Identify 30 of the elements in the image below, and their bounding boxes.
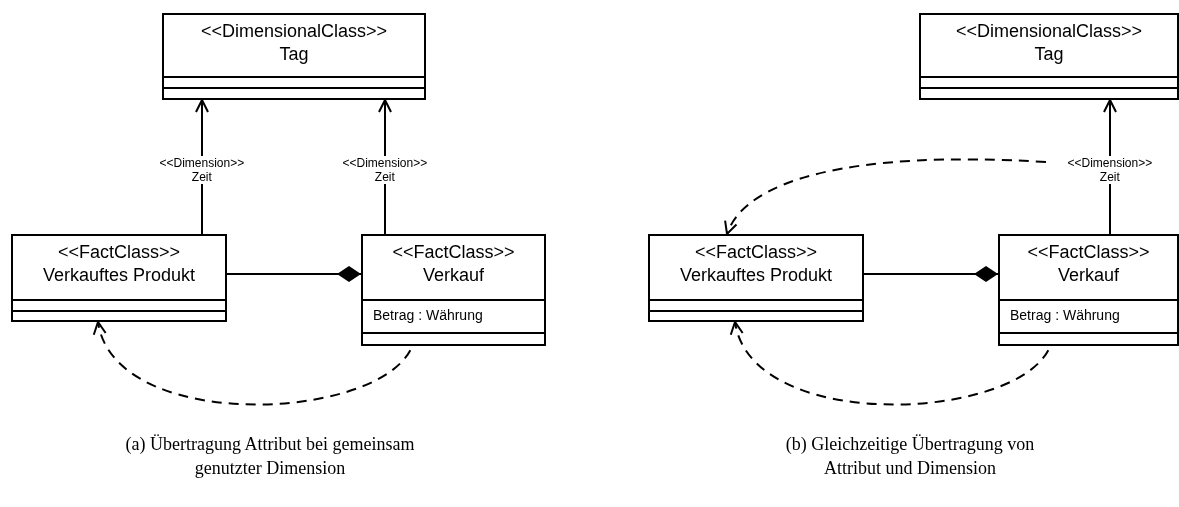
class-name: Verkauf [1056,264,1120,287]
stereotype-label: <<FactClass>> [693,241,819,264]
edge-label: <<Dimension>> Zeit [1067,156,1153,184]
class-name: Verkauftes Produkt [678,264,834,287]
edge-label: <<Dimension>> Zeit [159,156,245,184]
attribute-compartment [363,299,544,334]
stereotype-label: <<FactClass>> [391,241,516,264]
class-name: Tag [1033,43,1065,66]
class-box [361,234,546,346]
class-box [11,234,227,322]
class-box [162,13,426,100]
class-name: Tag [278,43,310,66]
dashed-arrow [725,158,1047,235]
class-box [648,234,864,322]
figure-caption: (b) Gleichzeitige Übertragung von Attribut und Dimension [784,433,1036,480]
attribute-text: Betrag : Währung [373,307,483,323]
stereotype-label: <<DimensionalClass>> [954,20,1144,43]
stereotype-label: <<FactClass>> [1026,241,1151,264]
stereotype-label: <<DimensionalClass>> [199,20,389,43]
edge-label: <<Dimension>> Zeit [342,156,428,184]
class-name: Verkauftes Produkt [41,264,197,287]
stereotype-label: <<FactClass>> [56,241,182,264]
class-name: Verkauf [421,264,485,287]
class-box [919,13,1179,100]
attribute-compartment [1000,299,1177,334]
attribute-text: Betrag : Währung [1010,307,1120,323]
class-box [998,234,1179,346]
figure-caption: (a) Übertragung Attribut bei gemeinsam genutzter Dimension [124,433,416,480]
composition-line [863,266,999,282]
composition-line [226,266,362,282]
